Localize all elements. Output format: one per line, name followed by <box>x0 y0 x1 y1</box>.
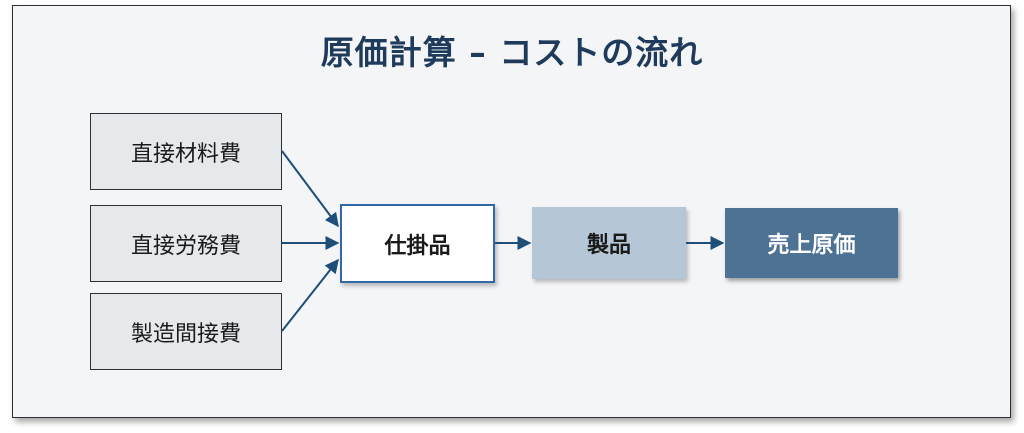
diagram-title: 原価計算 – コストの流れ <box>320 33 704 72</box>
node-direct-labor: 直接労務費 <box>90 205 282 282</box>
arrow-materials-to-wip <box>281 150 339 228</box>
node-direct-materials: 直接材料費 <box>90 113 282 190</box>
node-cost-of-sales: 売上原価 <box>725 208 898 278</box>
node-finished-goods: 製品 <box>532 207 686 279</box>
arrow-overhead-to-wip <box>281 258 339 332</box>
node-work-in-process: 仕掛品 <box>340 204 495 283</box>
node-manufacturing-overhead: 製造間接費 <box>90 293 282 370</box>
